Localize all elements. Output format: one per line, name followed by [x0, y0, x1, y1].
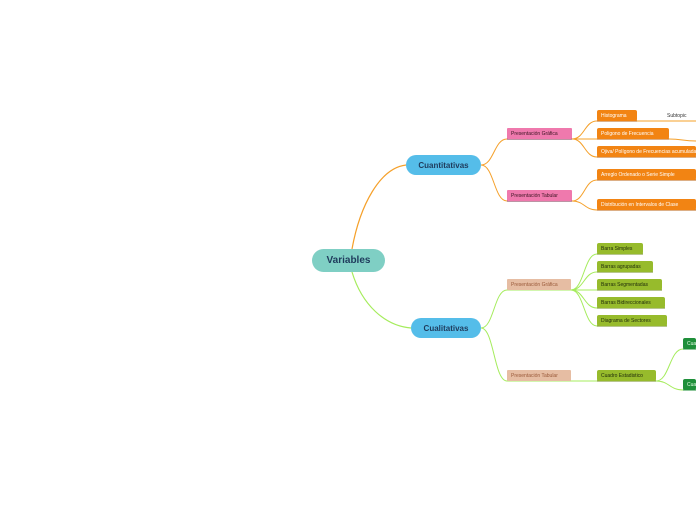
connector-cual-tabular: [480, 327, 508, 382]
leaf-subtopic[interactable]: Subtopic: [667, 112, 687, 119]
leaf-ojiva[interactable]: Ojiva/ Polígono de Frecuencias acumulada…: [597, 146, 696, 157]
connector-cuadro-2: [655, 380, 684, 391]
connector-distribucion: [571, 200, 598, 211]
subtopic-cuantitativas-presentacion-grafica[interactable]: Presentación Gráfica: [507, 128, 572, 139]
subtopic-cuantitativas-presentacion-tabular[interactable]: Presentación Tabular: [507, 190, 572, 201]
leaf-barras-agrupadas[interactable]: Barras agrupadas: [597, 261, 653, 272]
connector-ojiva: [571, 138, 598, 158]
leaf-diagrama-de-sectores[interactable]: Diagrama de Sectores: [597, 315, 667, 326]
connector-cual-leaf-0: [570, 253, 598, 291]
connector-histograma: [571, 120, 598, 140]
leaf-arreglo-ordenado[interactable]: Arreglo Ordenado o Serie Simple: [597, 169, 696, 180]
topic-cuantitativas[interactable]: Cuantitativas: [406, 155, 481, 175]
leaf-histograma[interactable]: Histograma: [597, 110, 637, 121]
connector-poligono-extra: [668, 138, 696, 142]
leaf-distribucion-intervalos[interactable]: Distribución en Intervalos de Clase: [597, 199, 696, 210]
connector-cuadro-1: [655, 348, 684, 382]
topic-cualitativas[interactable]: Cualitativas: [411, 318, 481, 338]
connector-cual-leaf-4: [570, 289, 598, 327]
subtopic-cualitativas-presentacion-tabular[interactable]: Presentación Tabular: [507, 370, 571, 381]
leaf-barra-simples[interactable]: Barra Simples: [597, 243, 643, 254]
connector-cual-leaf-1: [570, 271, 598, 291]
leaf-barras-bidireccionales[interactable]: Barras Bidireccionales: [597, 297, 665, 308]
connector-cual-grafica: [480, 289, 508, 329]
connector-cuant-grafica: [480, 138, 508, 166]
leaf-cuadro-2[interactable]: Cuadro: [683, 379, 696, 390]
connector-cuant-tabular: [480, 164, 508, 202]
connector-root-cualitativas: [351, 271, 412, 329]
connector-root-cuantitativas: [351, 164, 407, 250]
leaf-cuadro-estadistico[interactable]: Cuadro Estadistico: [597, 370, 656, 381]
leaf-cuadro-1[interactable]: Cuadro: [683, 338, 696, 349]
connector-cual-leaf-3: [570, 289, 598, 309]
root-node-variables[interactable]: Variables: [312, 249, 385, 272]
leaf-barras-segmentadas[interactable]: Barras Segmentadas: [597, 279, 662, 290]
connector-arreglo: [571, 179, 598, 202]
subtopic-cualitativas-presentacion-grafica[interactable]: Presentación Gráfica: [507, 279, 571, 290]
leaf-poligono-de-frecuencia[interactable]: Poligono de Frecuencia: [597, 128, 669, 139]
